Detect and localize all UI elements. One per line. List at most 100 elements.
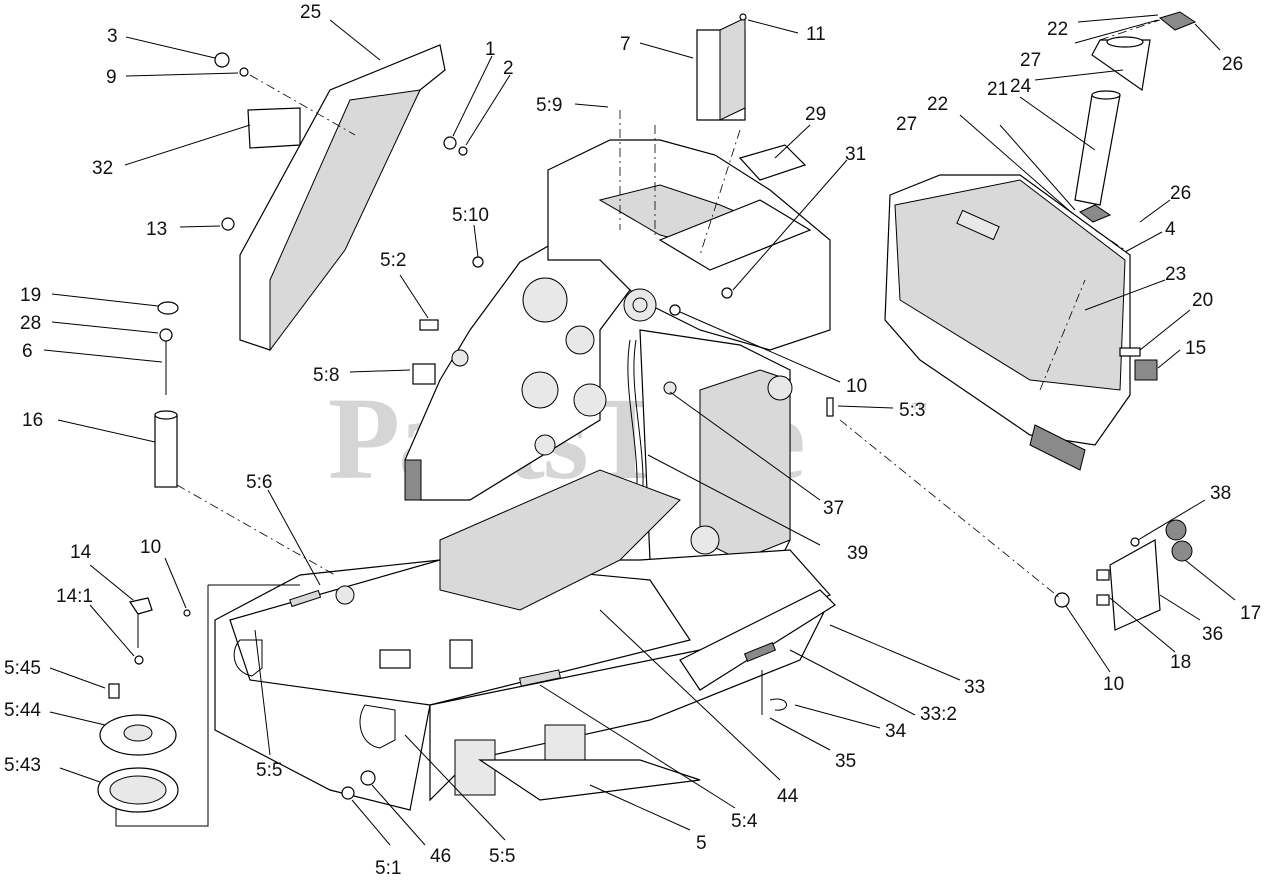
label-34: 34 bbox=[885, 721, 907, 742]
bracket-36-assembly bbox=[1054, 519, 1193, 631]
label-10-mid: 10 bbox=[846, 376, 867, 397]
label-5-4: 5:4 bbox=[731, 811, 758, 832]
label-5-44: 5:44 bbox=[4, 700, 41, 721]
label-23: 23 bbox=[1165, 264, 1186, 285]
assembly-lines bbox=[176, 19, 1161, 599]
frame-hole bbox=[573, 383, 607, 417]
leader-24 bbox=[1034, 69, 1124, 81]
washer-9 bbox=[239, 67, 249, 77]
leader-14 bbox=[89, 564, 134, 601]
leader-1 bbox=[452, 55, 493, 137]
cover-edge bbox=[1029, 424, 1086, 471]
label-27a: 27 bbox=[1020, 50, 1041, 71]
label-1: 1 bbox=[485, 39, 496, 60]
label-29: 29 bbox=[805, 104, 826, 125]
leader-5-44 bbox=[49, 711, 106, 726]
oring-14-1 bbox=[134, 655, 144, 665]
label-32: 32 bbox=[92, 158, 113, 179]
label-33-2: 33:2 bbox=[920, 704, 957, 725]
label-10-right: 10 bbox=[1103, 674, 1124, 695]
label-18: 18 bbox=[1170, 652, 1191, 673]
bracket-7 bbox=[696, 17, 746, 121]
leader-lines bbox=[43, 14, 1236, 846]
knob-17 bbox=[1165, 519, 1187, 541]
leader-44 bbox=[599, 609, 781, 781]
left-handle-front bbox=[359, 704, 396, 749]
label-17: 17 bbox=[1240, 603, 1261, 624]
leader-5-45 bbox=[49, 667, 106, 689]
leader-4 bbox=[1124, 231, 1163, 253]
decal-5-8 bbox=[412, 363, 436, 385]
dash-line bbox=[176, 484, 336, 576]
label-44: 44 bbox=[777, 786, 799, 807]
leader-2 bbox=[465, 74, 511, 146]
watermark-trademark: TM bbox=[912, 402, 926, 413]
leader-46 bbox=[371, 784, 426, 846]
small-hardware bbox=[183, 13, 834, 800]
main-frame bbox=[214, 139, 836, 811]
label-5-9: 5:9 bbox=[536, 95, 562, 116]
hinge-bracket bbox=[449, 639, 473, 669]
label-6: 6 bbox=[22, 341, 33, 362]
leader-11 bbox=[747, 19, 799, 34]
hinge-bracket bbox=[379, 649, 411, 669]
flange-5-44-center bbox=[123, 724, 153, 742]
leader-23 bbox=[1084, 279, 1166, 311]
valve-14 bbox=[129, 597, 153, 615]
chassis-window bbox=[454, 739, 496, 796]
knob-17 bbox=[1171, 540, 1193, 562]
frame-bracket bbox=[404, 459, 422, 501]
label-5: 5 bbox=[696, 833, 707, 854]
label-5-8: 5:8 bbox=[313, 365, 339, 386]
leader-5-43 bbox=[59, 767, 101, 783]
cap-19 bbox=[157, 301, 179, 315]
tube-21 bbox=[1074, 94, 1121, 206]
leader-29 bbox=[774, 124, 811, 159]
leader-33 bbox=[829, 624, 961, 681]
leader-33-2 bbox=[789, 649, 916, 716]
leader-5-10 bbox=[473, 224, 479, 258]
cover-slot bbox=[956, 209, 1000, 241]
leader-32 bbox=[124, 124, 251, 166]
label-22b: 22 bbox=[927, 94, 948, 115]
spacer-18 bbox=[1096, 569, 1110, 581]
washer-2 bbox=[458, 146, 468, 156]
cover-25 bbox=[239, 44, 446, 352]
label-4: 4 bbox=[1165, 219, 1176, 240]
fitting-46 bbox=[360, 770, 376, 786]
screw-11 bbox=[739, 13, 747, 21]
leader-27a bbox=[1074, 19, 1159, 44]
gasket-5-43-inner bbox=[109, 775, 167, 805]
tube-assembly bbox=[1074, 11, 1197, 223]
frame-hole bbox=[522, 277, 568, 323]
dash-line bbox=[839, 419, 1061, 599]
front-rail bbox=[679, 589, 836, 691]
chassis-floor bbox=[439, 469, 681, 611]
dash-line bbox=[1099, 19, 1161, 41]
leader-10-left bbox=[164, 557, 187, 609]
frame-hole bbox=[521, 371, 559, 409]
label-39: 39 bbox=[847, 543, 868, 564]
label-5-6: 5:6 bbox=[246, 472, 272, 493]
sender-bracket-line bbox=[115, 585, 209, 827]
leader-5 bbox=[589, 784, 691, 831]
dash-line bbox=[1094, 229, 1126, 251]
clip-34 bbox=[769, 698, 787, 711]
clip-10-left bbox=[183, 609, 191, 617]
leader-10-mid bbox=[679, 311, 841, 383]
label-13: 13 bbox=[146, 219, 167, 240]
leader-18 bbox=[1109, 597, 1176, 653]
leader-20 bbox=[1139, 309, 1191, 351]
leader-9 bbox=[125, 72, 239, 77]
decal-5-2 bbox=[419, 319, 439, 331]
leader-22a bbox=[1077, 14, 1159, 23]
column-bolt bbox=[663, 381, 677, 395]
clip-20 bbox=[1119, 347, 1141, 357]
leader-5-4 bbox=[539, 684, 736, 809]
grommet-13 bbox=[221, 217, 235, 231]
label-7: 7 bbox=[620, 34, 631, 55]
latch-assembly bbox=[1119, 347, 1158, 381]
knob-3 bbox=[214, 52, 230, 68]
dash-line bbox=[1039, 279, 1086, 391]
tube-16 bbox=[154, 414, 178, 488]
